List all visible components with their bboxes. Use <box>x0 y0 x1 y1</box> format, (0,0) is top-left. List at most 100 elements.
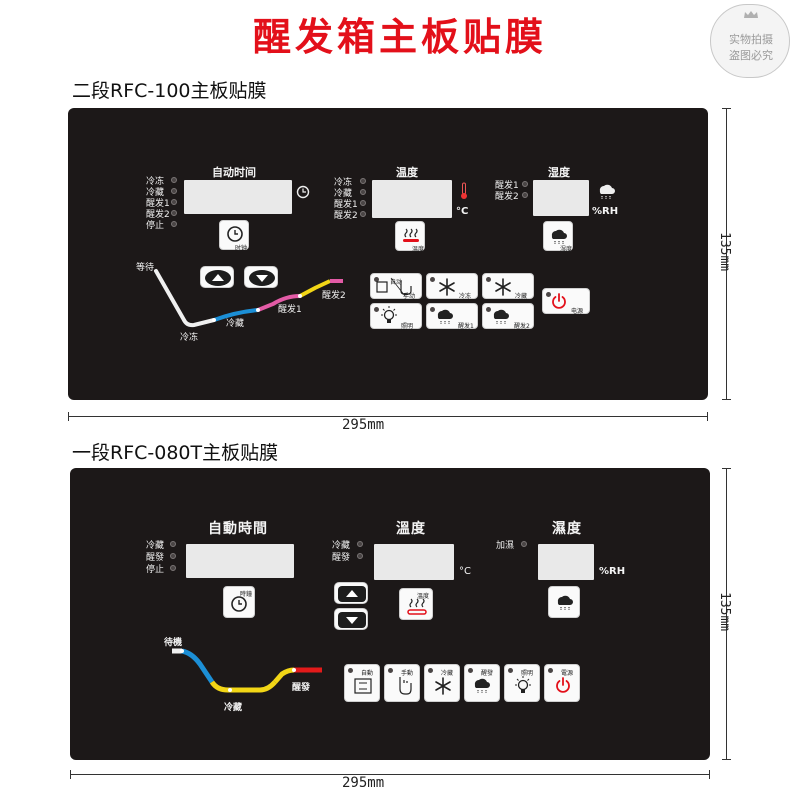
panel1-humid-unit: %RH <box>592 206 619 217</box>
panel2-humid-header: 濕度 <box>552 521 582 537</box>
panel1-key-led <box>430 277 435 282</box>
panel1-chill-key[interactable]: 冷藏 <box>482 273 534 300</box>
panel1-temp-led-label-3: 醒发2 <box>334 211 358 221</box>
panel2-auto-key[interactable]: 自動 <box>344 664 380 702</box>
panel1-led-0 <box>171 177 177 183</box>
panel2-key-led <box>428 668 433 673</box>
panel2-temp-led-1 <box>357 553 363 559</box>
panel2-width-dim-line <box>70 774 710 775</box>
panel1-humid-led-0 <box>522 181 528 187</box>
clock-icon <box>231 596 247 612</box>
panel2-down-button[interactable] <box>334 608 368 630</box>
panel2-key-led <box>468 668 473 673</box>
panel1-temp-led-1 <box>360 189 366 195</box>
watermark-stamp: 实物拍摄 盗图必究 <box>710 4 790 78</box>
panel2-key-led <box>388 668 393 673</box>
panel2-chill-key-label: 冷藏 <box>441 670 454 677</box>
snowflake-icon <box>439 278 455 296</box>
panel2-manual-key[interactable]: 手動 <box>384 664 420 702</box>
panel1-temp-led-label-0: 冷冻 <box>334 178 353 188</box>
power-icon <box>552 293 566 309</box>
panel1-auto-manual-key[interactable]: 自动 手动 <box>370 273 422 300</box>
panel1-temp-header: 温度 <box>396 166 418 179</box>
panel1-auto-key-label: 自动 <box>390 279 403 286</box>
panel2-light-key-label: 照明 <box>521 670 534 677</box>
power-icon <box>556 677 570 693</box>
panel1-led-4 <box>171 221 177 227</box>
panel2-proof-key[interactable]: 醒發 <box>464 664 500 702</box>
panel2-humid-led-label-0: 加濕 <box>496 541 515 551</box>
panel1-board: 自动时间 冷冻 冷藏 醒发1 醒发2 停止 时钟 温度 冷冻 冷藏 醒发1 醒发… <box>68 108 708 400</box>
panel1-temp-display <box>372 180 452 218</box>
panel1-path-label-proof1: 醒发1 <box>278 305 302 315</box>
panel2-light-key[interactable]: 照明 <box>504 664 540 702</box>
panel2-led-label-2: 停止 <box>146 565 165 575</box>
panel2-humid-key[interactable] <box>548 586 580 618</box>
panel1-down-button[interactable] <box>244 266 278 288</box>
panel2-height-dim-line <box>726 468 727 760</box>
panel1-path-label-chill: 冷藏 <box>226 319 245 329</box>
panel1-humid-display <box>533 180 589 216</box>
panel2-path-label-proof: 醒發 <box>292 683 311 693</box>
panel1-humid-key-label: 湿度 <box>560 246 573 253</box>
snowflake-icon <box>435 677 451 695</box>
panel2-power-key[interactable]: 電源 <box>544 664 580 702</box>
panel2-heat-key[interactable]: 溫度 <box>399 588 433 620</box>
panel1-process-path <box>154 269 343 328</box>
panel1-temp-led-label-1: 冷藏 <box>334 189 353 199</box>
panel2-clock-key[interactable]: 時鐘 <box>223 586 255 618</box>
steam-cloud-icon <box>474 678 490 693</box>
arrow-up-icon <box>205 270 231 286</box>
panel1-path-label-proof2: 醒发2 <box>322 291 346 301</box>
panel1-light-key-label: 照明 <box>401 323 414 330</box>
panel1-width-dim-line <box>68 416 708 417</box>
panel1-key-led <box>374 307 379 312</box>
panel1-heat-key[interactable]: 温度 <box>395 221 425 253</box>
panel1-up-button[interactable] <box>200 266 234 288</box>
panel2-auto-key-label: 自動 <box>361 670 374 677</box>
panel1-temp-led-3 <box>360 211 366 217</box>
panel2-width-label: 295mm <box>342 775 385 791</box>
stamp-line-2: 盗图必究 <box>729 49 773 62</box>
light-bulb-icon <box>515 676 531 693</box>
panel1-height-dim-line <box>726 108 727 400</box>
panel1-key-led <box>374 277 379 282</box>
panel1-heat-key-label: 温度 <box>412 246 425 253</box>
steam-cloud-icon <box>493 309 509 324</box>
panel1-humid-led-label-0: 醒发1 <box>495 181 519 191</box>
panel1-proof1-key[interactable]: 醒发1 <box>426 303 478 330</box>
clock-icon <box>227 226 243 242</box>
panel2-led-0 <box>170 541 176 547</box>
panel1-temp-led-label-2: 醒发1 <box>334 200 358 210</box>
panel1-led-label-3: 醒发2 <box>146 210 170 220</box>
panel1-proof2-key[interactable]: 醒发2 <box>482 303 534 330</box>
panel1-power-key[interactable]: 电源 <box>542 288 590 315</box>
panel1-clock-key[interactable]: 时钟 <box>219 220 249 252</box>
panel2-proof-key-label: 醒發 <box>481 670 494 677</box>
dim-tick <box>707 412 708 421</box>
panel2-path-label-chill: 冷藏 <box>224 703 243 713</box>
steam-cloud-icon <box>551 229 567 244</box>
dim-tick <box>722 759 731 760</box>
panel1-freeze-key-label: 冷冻 <box>459 293 472 300</box>
panel1-light-key[interactable]: 照明 <box>370 303 422 330</box>
panel2-humid-unit: %RH <box>599 566 626 577</box>
panel1-led-label-0: 冷冻 <box>146 177 165 187</box>
panel2-temp-header: 溫度 <box>396 521 426 537</box>
panel1-manual-key-label: 手动 <box>403 293 416 300</box>
panel1-key-led <box>546 292 551 297</box>
panel1-freeze-key[interactable]: 冷冻 <box>426 273 478 300</box>
panel1-clock-key-label: 时钟 <box>235 245 248 252</box>
light-bulb-icon <box>381 306 397 323</box>
panel2-chill-key[interactable]: 冷藏 <box>424 664 460 702</box>
clock-icon <box>296 185 310 199</box>
panel2-up-button[interactable] <box>334 582 368 604</box>
panel2-path-label-standby: 待機 <box>164 638 183 648</box>
panel2-humid-display <box>538 544 594 580</box>
auto-cycle-icon <box>354 678 372 694</box>
panel1-led-label-2: 醒发1 <box>146 199 170 209</box>
panel2-temp-display <box>374 544 454 580</box>
panel1-humid-key[interactable]: 湿度 <box>543 221 573 253</box>
panel2-temp-led-0 <box>357 541 363 547</box>
page-title: 醒发箱主板贴膜 <box>252 15 547 59</box>
